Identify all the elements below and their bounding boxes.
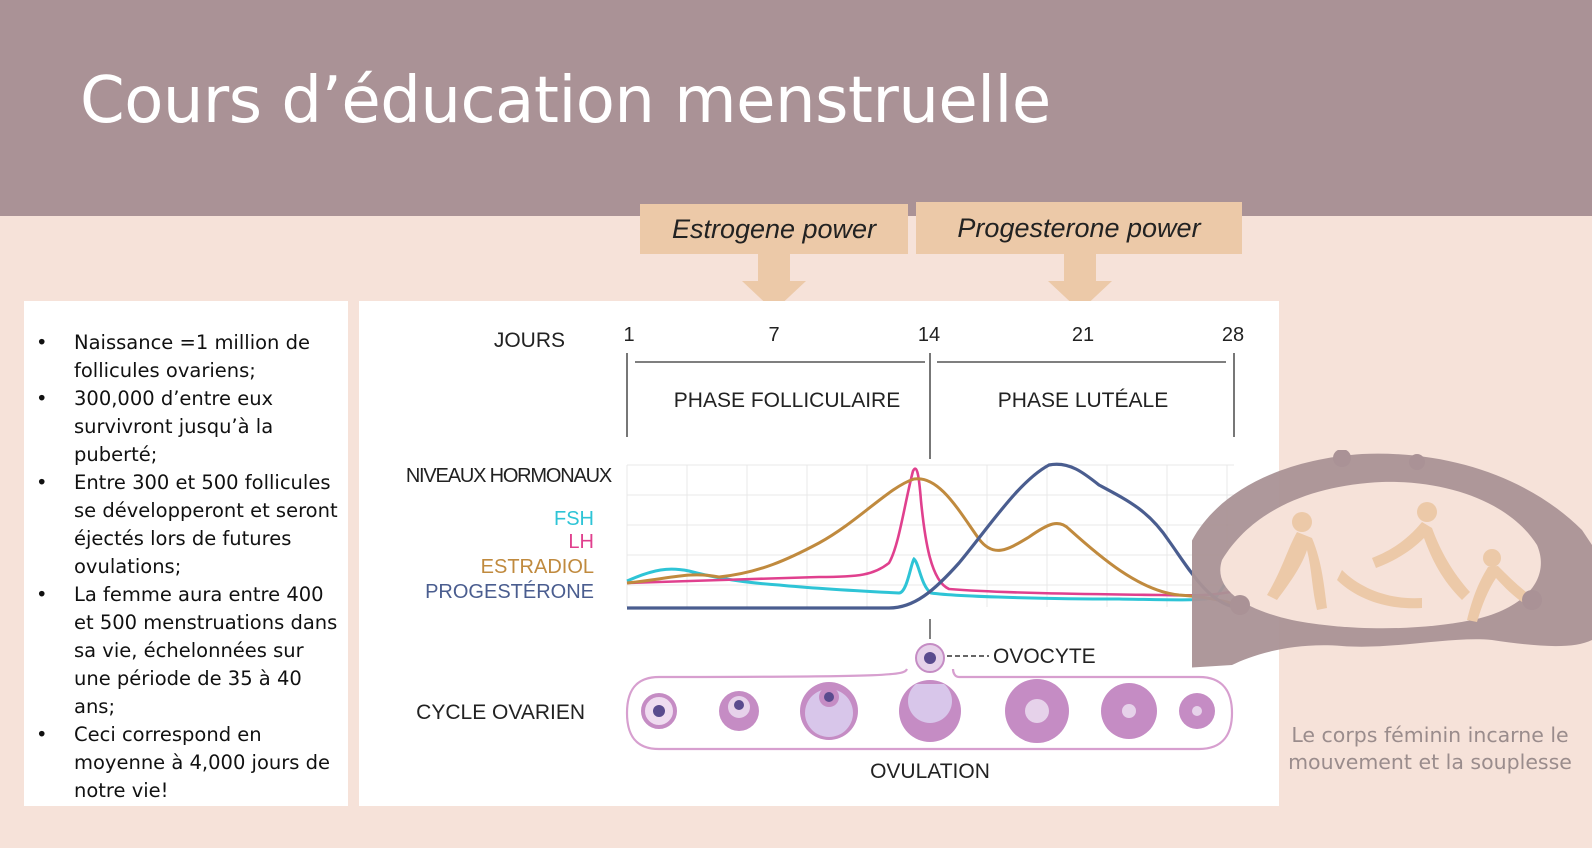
progesterone-label: PROGESTÉRONE	[425, 580, 594, 603]
fact-text: Naissance =1 million de follicules ovari…	[74, 331, 310, 382]
fact-item: • La femme aura entre 400 et 500 menstrua…	[24, 581, 348, 721]
logo-caption: Le corps féminin incarne le mouvement et…	[1288, 723, 1572, 774]
day-14-label: 14	[918, 324, 940, 346]
facts-panel: • Naissance =1 million de follicules ovar…	[24, 301, 348, 806]
fact-text: 300,000 d’entre eux survivront jusqu’à l…	[74, 387, 274, 466]
fact-item: • Naissance =1 million de follicules ovar…	[24, 329, 348, 385]
follicle-stages	[641, 679, 1215, 743]
estradiol-label: ESTRADIOL	[481, 556, 594, 578]
bullet-icon: •	[36, 387, 48, 410]
day-7-label: 7	[768, 324, 779, 346]
fact-item: • Ceci correspond en moyenne à 4,000 jour…	[24, 721, 348, 805]
estrogen-arrow-icon	[742, 253, 806, 311]
menstrual-cycle-diagram: JOURS 1 7 14 21 28 PHASE FOLLICULAIRE PH…	[359, 301, 1279, 806]
day-1-label: 1	[623, 324, 634, 346]
bullet-icon: •	[36, 471, 48, 494]
page-title: Cours d’éducation menstruelle	[80, 64, 1051, 138]
fsh-curve	[626, 556, 1235, 602]
ovocyte-label: OVOCYTE	[993, 645, 1096, 668]
estrogen-power-callout: Estrogene power	[640, 204, 908, 254]
facts-list: • Naissance =1 million de follicules ovar…	[24, 329, 348, 805]
bullet-icon: •	[36, 723, 48, 746]
ovarian-cycle-outline	[625, 668, 1234, 751]
bullet-icon: •	[36, 583, 48, 606]
hormone-heading: NIVEAUX HORMONAUX	[406, 465, 612, 487]
header-banner: Cours d’éducation menstruelle	[0, 0, 1592, 216]
jours-label: JOURS	[494, 329, 565, 352]
ovocyte-nucleus-icon	[924, 652, 936, 664]
fact-item: • 300,000 d’entre eux survivront jusqu’à …	[24, 385, 348, 469]
lh-label: LH	[568, 531, 594, 553]
fact-text: Ceci correspond en moyenne à 4,000 jours…	[74, 723, 331, 802]
cycle-ovarien-label: CYCLE OVARIEN	[416, 701, 585, 724]
fact-item: • Entre 300 et 500 follicules se développ…	[24, 469, 348, 581]
cycle-diagram-svg: JOURS 1 7 14 21 28 PHASE FOLLICULAIRE PH…	[406, 324, 1244, 783]
phase-brackets	[626, 353, 1235, 459]
ovulation-label: OVULATION	[870, 760, 990, 783]
phase-luteal-label: PHASE LUTÉALE	[998, 389, 1168, 412]
dancing-figures-logo-icon	[1192, 450, 1592, 668]
fsh-label: FSH	[554, 508, 594, 530]
progesterone-power-callout: Progesterone power	[916, 202, 1242, 254]
progesterone-curve	[627, 462, 1235, 610]
bullet-icon: •	[36, 331, 48, 354]
day-21-label: 21	[1072, 324, 1094, 346]
progesterone-arrow-icon	[1048, 253, 1112, 311]
estradiol-curve	[626, 477, 1235, 606]
phase-follicular-label: PHASE FOLLICULAIRE	[674, 389, 900, 412]
fact-text: La femme aura entre 400 et 500 menstruat…	[74, 583, 338, 718]
chart-grid	[626, 464, 1234, 607]
fact-text: Entre 300 et 500 follicules se développe…	[74, 471, 338, 578]
day-28-label: 28	[1222, 324, 1244, 346]
